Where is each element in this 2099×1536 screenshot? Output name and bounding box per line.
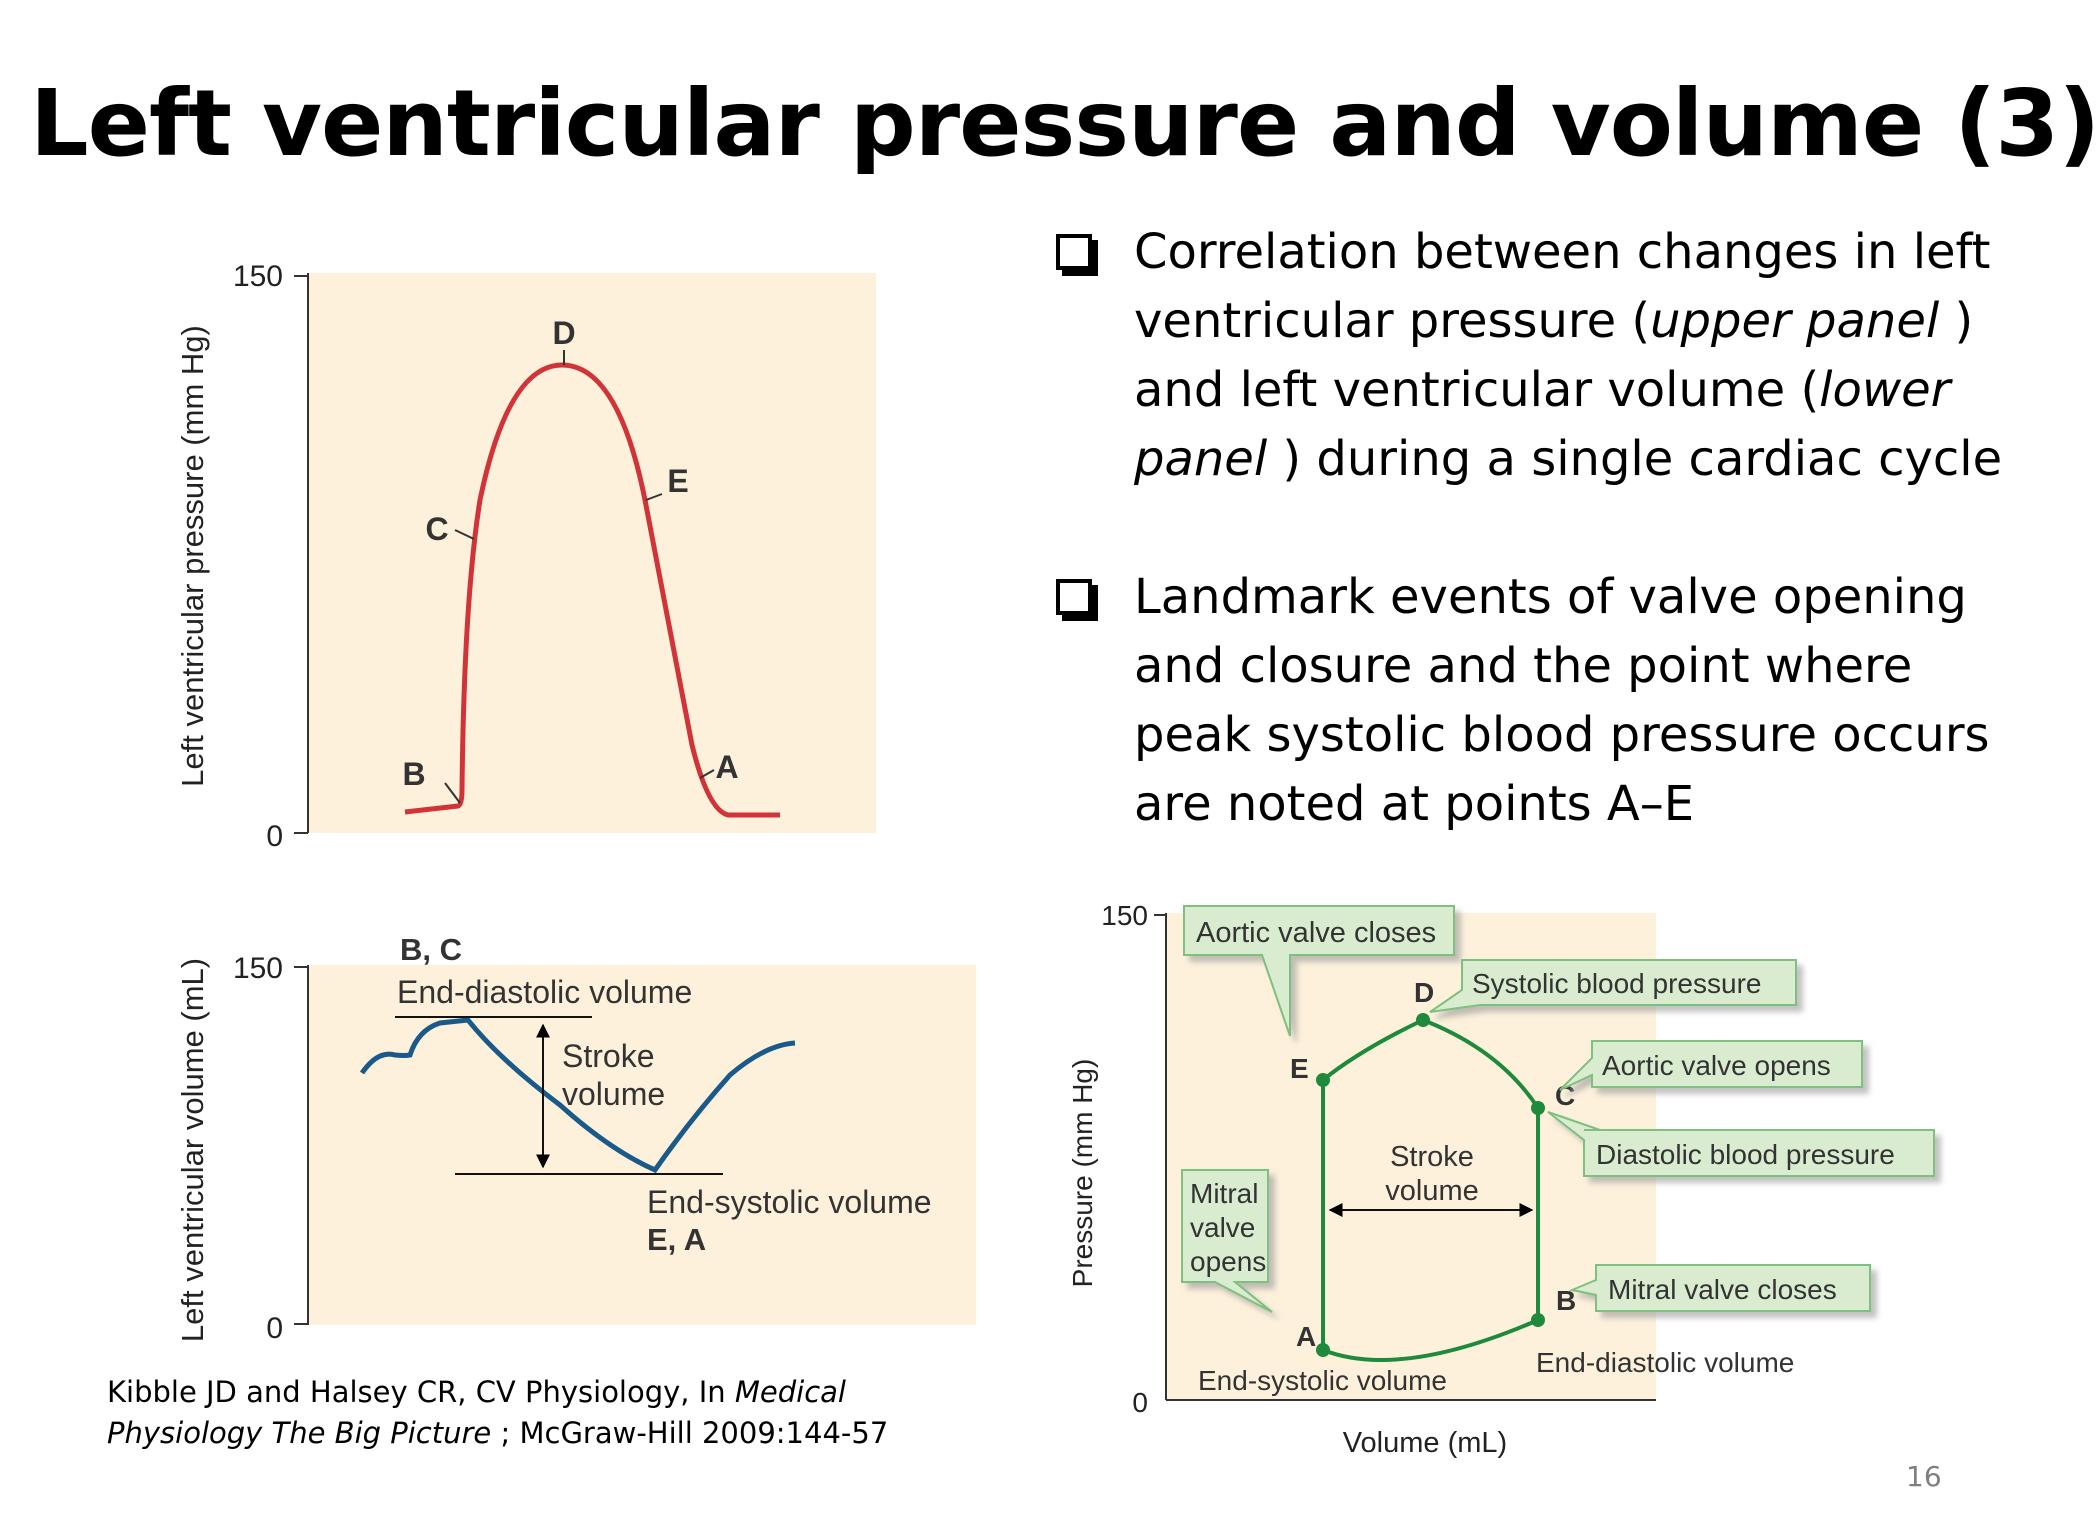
callout-diastolic-blood-pressure [1547, 1111, 1935, 1177]
tick-label-150: 150 [1101, 900, 1148, 931]
point-label-e: E [1290, 1053, 1309, 1084]
label-end-diastolic-volume: End-diastolic volume [1536, 1347, 1794, 1378]
point-label-c: C [425, 511, 448, 547]
loop-point-a [1316, 1343, 1330, 1357]
tick-label-0: 0 [266, 1312, 283, 1345]
callout-text: Systolic blood pressure [1472, 968, 1761, 999]
callout-text: opens [1190, 1246, 1266, 1277]
callout-text: Mitral valve closes [1608, 1274, 1837, 1305]
tick-label-150: 150 [233, 952, 283, 985]
citation: Kibble JD and Halsey CR, CV Physiology, … [107, 1372, 1007, 1454]
leader-line-a [699, 769, 715, 779]
bullet-text-italic: upper panel [1650, 293, 1940, 349]
volume-panel: 150 0 Left ventricular volume (mL) B, C … [175, 932, 976, 1345]
callout-box [1559, 1040, 1863, 1091]
page-number: 16 [1906, 1460, 1942, 1493]
tick-label-0: 0 [266, 820, 283, 853]
callout-text: Mitral [1190, 1178, 1258, 1209]
figure-canvas: 150 0 Left ventricular pressure (mm Hg) … [175, 260, 1935, 1459]
point-label-b: B [1556, 1285, 1576, 1316]
callout-box [1183, 905, 1455, 1037]
bullet-text: Landmark events of valve opening and clo… [1134, 569, 1990, 832]
tick-label-150: 150 [233, 260, 283, 293]
pressure-panel: 150 0 Left ventricular pressure (mm Hg) … [175, 260, 876, 853]
callout-systolic-blood-pressure [1429, 959, 1797, 1013]
bullet-text-italic: lower panel [1134, 362, 1951, 487]
label-end-diastolic-volume: End-diastolic volume [397, 974, 692, 1010]
point-label-a: A [1296, 1321, 1316, 1352]
callout-aortic-valve-closes [1183, 905, 1455, 1037]
checkbox-icon [1056, 579, 1092, 615]
checkbox-icon [1056, 234, 1092, 270]
point-label-c: C [1555, 1080, 1575, 1111]
callout-box [1181, 1169, 1273, 1313]
callout-mitral-valve-closes [1568, 1264, 1871, 1312]
callout-mitral-valve-opens [1181, 1169, 1273, 1313]
label-stroke: Stroke [562, 1038, 654, 1074]
callout-text: Aortic valve opens [1602, 1050, 1831, 1081]
loop-point-e [1316, 1073, 1330, 1087]
label-end-systolic-volume: End-systolic volume [1198, 1365, 1447, 1396]
pv-loop-curve [1321, 1017, 1540, 1362]
callout-text: valve [1190, 1212, 1255, 1243]
point-label-a: A [715, 749, 738, 785]
label-end-systolic-volume: End-systolic volume [647, 1184, 932, 1220]
panel-background [308, 273, 876, 833]
callout-box [1547, 1111, 1935, 1177]
point-label-d: D [552, 315, 575, 351]
callout-text: Diastolic blood pressure [1596, 1139, 1895, 1170]
y-axis-label: Pressure (mm Hg) [1067, 1059, 1098, 1288]
label-b-c: B, C [400, 932, 462, 967]
leader-line-e [645, 493, 663, 501]
pressure-curve [404, 362, 780, 818]
label-e-a: E, A [647, 1222, 706, 1257]
pv-loop-panel: 150 0 Pressure (mm Hg) Volume (mL) A B C… [1067, 900, 1935, 1459]
tick-label-0: 0 [1132, 1387, 1148, 1418]
bullet-text-part: ) during a single cardiac cycle [1267, 431, 2003, 487]
citation-text: Kibble JD and Halsey CR, CV Physiology, … [107, 1375, 735, 1409]
callout-aortic-valve-opens [1559, 1040, 1863, 1091]
point-label-b: B [402, 756, 425, 792]
panel-background [308, 965, 976, 1325]
label-volume: volume [562, 1076, 665, 1112]
point-label-d: D [1414, 977, 1434, 1008]
label-stroke: Stroke [1390, 1141, 1474, 1173]
callout-box [1568, 1264, 1871, 1312]
point-label-e: E [667, 463, 688, 499]
slide-title: Left ventricular pressure and volume (3) [30, 70, 2099, 177]
bullet-text-part: Correlation between changes in left vent… [1134, 224, 1991, 349]
x-axis-label: Volume (mL) [1343, 1427, 1507, 1459]
y-axis-label: Left ventricular pressure (mm Hg) [175, 325, 210, 787]
loop-point-d [1416, 1013, 1430, 1027]
loop-point-b [1531, 1313, 1545, 1327]
citation-italic: Medical Physiology The Big Picture [107, 1375, 846, 1450]
leader-line-b [444, 782, 461, 804]
bullet-list: Correlation between changes in left vent… [1056, 218, 2016, 839]
leader-line-c [454, 529, 475, 540]
loop-point-c [1531, 1101, 1545, 1115]
callout-text: Aortic valve closes [1196, 917, 1436, 949]
citation-text: ; McGraw-Hill 2009:144-57 [491, 1416, 889, 1450]
callout-box [1429, 959, 1797, 1013]
bullet-text-part: ) and left ventricular volume ( [1134, 293, 1974, 418]
y-axis-label: Left ventricular volume (mL) [175, 958, 210, 1342]
label-volume: volume [1385, 1175, 1479, 1207]
bullet-item-correlation: Correlation between changes in left vent… [1056, 218, 2016, 494]
bullet-item-landmarks: Landmark events of valve opening and clo… [1056, 563, 2016, 839]
